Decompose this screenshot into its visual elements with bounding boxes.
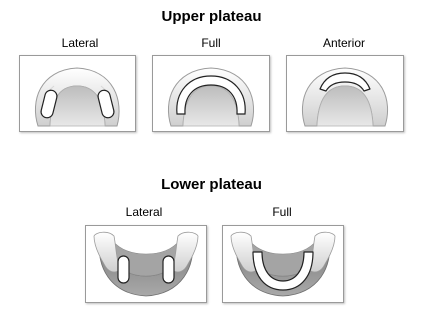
upper-plateau-title: Upper plateau	[0, 8, 423, 25]
plateau-right-pad	[163, 256, 174, 283]
upper-anterior-label: Anterior	[284, 36, 404, 50]
upper-anterior-panel	[286, 55, 404, 132]
lower-lateral-panel	[85, 225, 207, 303]
upper-lateral-label: Lateral	[20, 36, 140, 50]
upper-anterior-illustration	[287, 56, 403, 131]
lower-plateau-title: Lower plateau	[0, 176, 423, 193]
lower-full-illustration	[223, 226, 343, 302]
upper-full-label: Full	[151, 36, 271, 50]
lower-full-panel	[222, 225, 344, 303]
lower-lateral-illustration	[86, 226, 206, 302]
upper-lateral-panel	[19, 55, 136, 132]
lower-full-label: Full	[222, 205, 342, 219]
upper-full-panel	[152, 55, 270, 132]
lower-lateral-label: Lateral	[84, 205, 204, 219]
plateau-left-pad	[118, 256, 129, 283]
upper-lateral-illustration	[20, 56, 135, 131]
upper-full-illustration	[153, 56, 269, 131]
